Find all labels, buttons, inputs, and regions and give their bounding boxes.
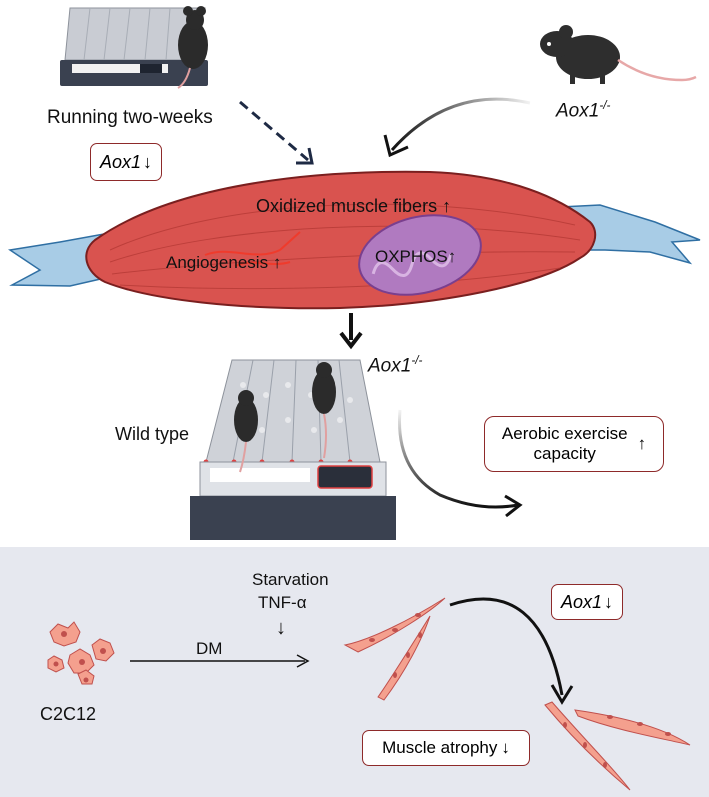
- running-label: Running two-weeks: [47, 107, 213, 128]
- atrophy-change: ↓: [501, 738, 510, 757]
- knockout-curve-arrow: [390, 97, 531, 151]
- oxidized-label: Oxidized muscle fibers ↑: [256, 197, 451, 215]
- atrophy-text: Muscle atrophy: [382, 738, 498, 757]
- invitro-gene-box: Aox1 ↓: [551, 584, 623, 620]
- mouse-knockout-treadmill: [312, 362, 336, 459]
- treadmill-large: [190, 359, 396, 540]
- angiogenesis-label: Angiogenesis ↑: [166, 254, 281, 271]
- dashed-arrow-head: [296, 147, 314, 165]
- atrophy-curve-arrow: [449, 597, 564, 696]
- atrophy-box: Muscle atrophy ↓: [362, 730, 530, 766]
- muscle-illustration: [7, 170, 701, 310]
- invitro-gene-name: Aox1: [560, 591, 603, 612]
- down-arrow-head: [339, 331, 363, 350]
- angiogenesis-text: Angiogenesis: [166, 253, 269, 272]
- knockout-curve-arrow-head: [383, 134, 409, 158]
- aerobic-line1: Aerobic exercise: [501, 423, 628, 443]
- c2c12-cells: [47, 621, 115, 685]
- running-gene-name: Aox1: [99, 151, 142, 172]
- aerobic-box: Aerobic exercise capacity ↑: [484, 416, 664, 472]
- oxphos-text: OXPHOS: [375, 247, 448, 266]
- angiogenesis-change: ↑: [272, 253, 282, 272]
- ko-genotype-top: -/-: [599, 99, 611, 112]
- treatment-arrow: ↓: [276, 617, 286, 639]
- myotubes-atrophied: [544, 701, 691, 791]
- outcome-curve-arrow-head: [504, 494, 523, 518]
- mouse-running-small: [177, 6, 208, 89]
- running-gene-box: Aox1 ↓: [90, 143, 162, 181]
- starvation-label: Starvation: [252, 570, 329, 589]
- dm-label: DM: [196, 639, 223, 658]
- dashed-arrow: [239, 100, 309, 162]
- tnf-label: TNF-α: [258, 593, 307, 612]
- ko-label-treadmill: Aox1-/-: [368, 354, 423, 377]
- invitro-gene-change: ↓: [604, 591, 614, 612]
- ko-gene-top: Aox1: [556, 100, 600, 122]
- oxphos-change: ↑: [447, 247, 457, 266]
- dm-arrow-head: [296, 654, 310, 668]
- mouse-wild-type: [234, 390, 258, 473]
- running-gene-change: ↓: [143, 151, 153, 172]
- wild-type-label: Wild type: [115, 424, 190, 444]
- oxidized-text: Oxidized muscle fibers: [256, 196, 438, 216]
- myotubes-healthy: [343, 597, 446, 701]
- mitochondrion: [358, 214, 482, 296]
- oxidized-change: ↑: [442, 196, 452, 216]
- atrophy-curve-arrow-head: [550, 684, 574, 705]
- c2c12-label: C2C12: [40, 704, 97, 724]
- muscle-belly: [85, 170, 597, 310]
- ko-genotype-treadmill: -/-: [411, 354, 423, 367]
- ko-label-top: Aox1-/-: [556, 99, 611, 122]
- aerobic-change: ↑: [637, 434, 647, 453]
- outcome-curve-arrow: [398, 409, 519, 509]
- mouse-knockout-top: [540, 25, 697, 84]
- ko-gene-treadmill: Aox1: [368, 355, 412, 377]
- blood-vessel: [204, 231, 301, 267]
- oxphos-label: OXPHOS↑: [375, 248, 456, 265]
- aerobic-line2: capacity: [533, 444, 596, 463]
